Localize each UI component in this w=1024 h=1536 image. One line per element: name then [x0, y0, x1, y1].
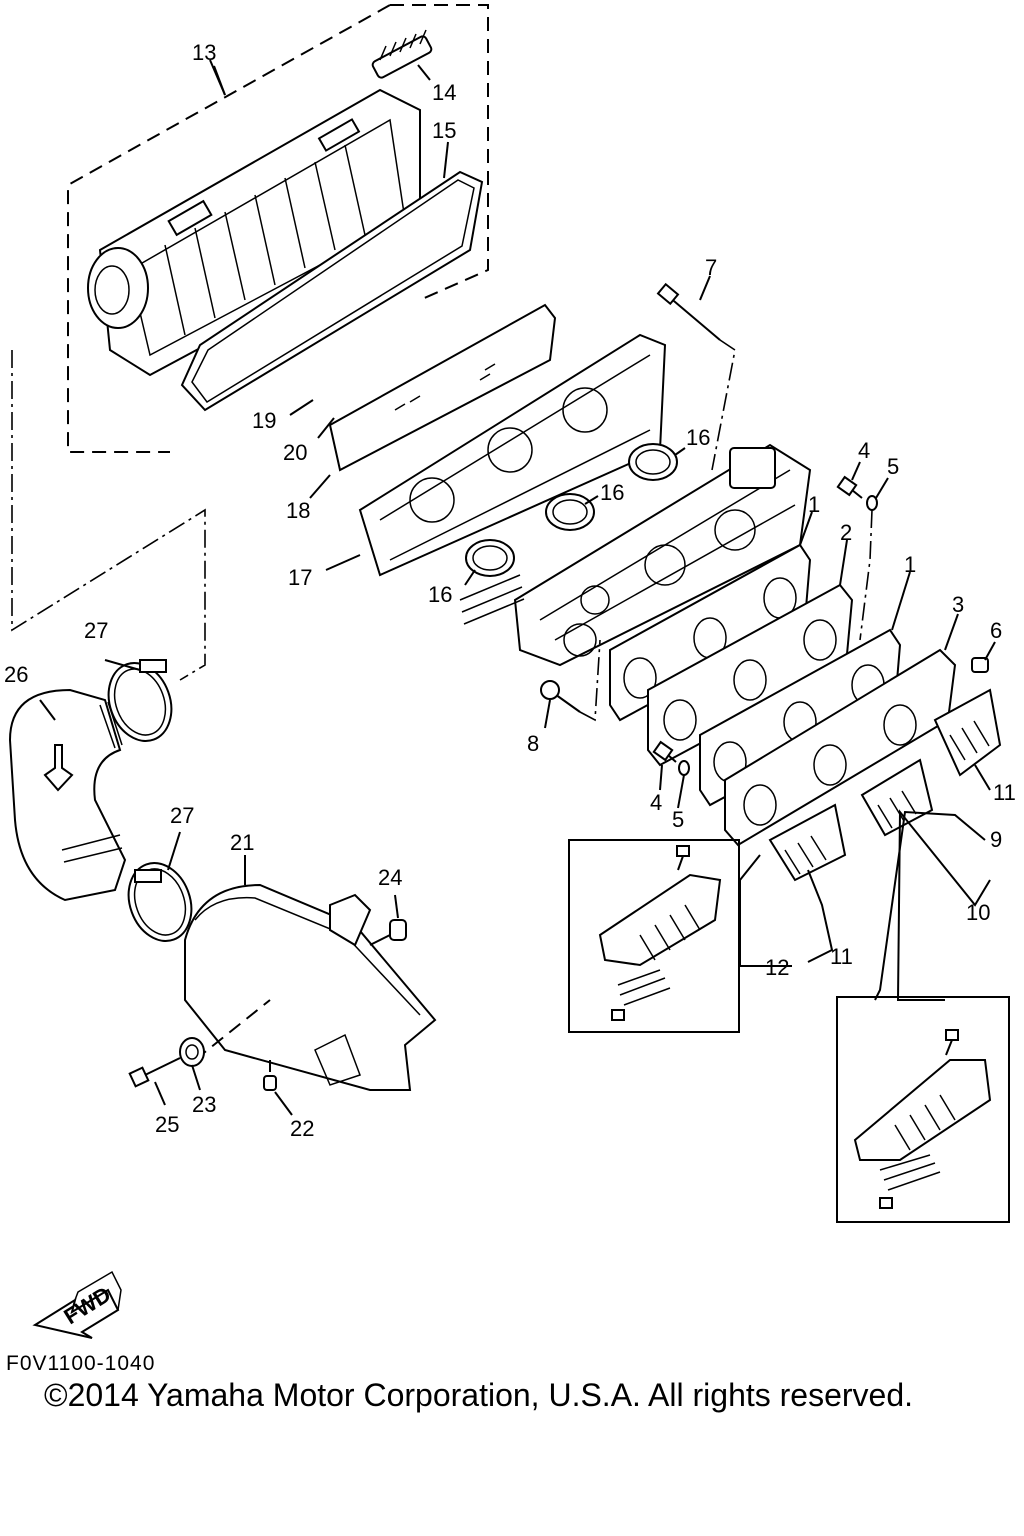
- callout-5-a: 5: [887, 454, 899, 479]
- bolt-25: [128, 1057, 181, 1088]
- callout-3: 3: [952, 592, 964, 617]
- washer-5-lower: [678, 760, 690, 776]
- callout-18: 18: [286, 498, 310, 523]
- callout-16-b: 16: [600, 480, 624, 505]
- leader-lines: [39, 59, 996, 1116]
- bolt-24: [369, 919, 407, 946]
- callout-27-b: 27: [170, 803, 194, 828]
- callout-13: 13: [192, 40, 216, 65]
- clip-6: [971, 657, 989, 673]
- callout-22: 22: [290, 1116, 314, 1141]
- callout-26: 26: [4, 662, 28, 687]
- bolt-4-lower: [652, 740, 677, 763]
- callout-21: 21: [230, 830, 254, 855]
- washer-5-upper: [866, 495, 878, 511]
- callout-23: 23: [192, 1092, 216, 1117]
- callout-2: 2: [840, 520, 852, 545]
- callout-12: 12: [765, 955, 789, 980]
- callout-15: 15: [432, 118, 456, 143]
- callout-11-b: 11: [830, 944, 853, 969]
- reed-valve-11-b: [860, 758, 934, 837]
- bolt-4-upper: [836, 475, 863, 499]
- callout-17: 17: [288, 565, 312, 590]
- intake-duct-26: [8, 688, 127, 902]
- callout-4-a: 4: [858, 438, 870, 463]
- reed-valve-11-c: [768, 803, 847, 882]
- bolt-7: [656, 282, 736, 471]
- callout-1-b: 1: [904, 552, 916, 577]
- fwd-arrow-icon: FWD: [32, 1270, 122, 1339]
- callout-9: 9: [990, 827, 1002, 852]
- callout-8: 8: [527, 731, 539, 756]
- callout-20: 20: [283, 440, 307, 465]
- detail-box-12: [568, 839, 740, 1033]
- throttle-body-assembly: [459, 443, 812, 667]
- callout-16-c: 16: [428, 582, 452, 607]
- callout-7: 7: [705, 255, 717, 280]
- hose-clamp-27-upper: [107, 659, 173, 742]
- callout-1-a: 1: [808, 492, 820, 517]
- callout-11-a: 11: [993, 780, 1016, 805]
- copyright-notice: ©2014 Yamaha Motor Corporation, U.S.A. A…: [44, 1377, 914, 1413]
- reed-valve-11-a: [933, 688, 1002, 777]
- drain-plug-22: [263, 1060, 277, 1091]
- callout-6: 6: [990, 618, 1002, 643]
- callout-labels: 13 14 15 19 20 18 17 16 16 16 7 8 1 2 1 …: [4, 40, 1016, 1141]
- callout-27-a: 27: [84, 618, 108, 643]
- air-box-case: [87, 88, 421, 377]
- bolt-8: [540, 639, 601, 722]
- diagram-code: F0V1100-1040: [6, 1352, 156, 1375]
- callout-5-b: 5: [672, 807, 684, 832]
- cover-plate-18: [328, 303, 557, 472]
- intake-plate-17: [358, 333, 667, 577]
- callout-14: 14: [432, 80, 456, 105]
- callout-24: 24: [378, 865, 402, 890]
- detail-box-10: [836, 996, 1010, 1223]
- air-duct-case-21: [184, 883, 437, 1091]
- airbox-seal-gasket: [180, 170, 484, 412]
- callout-19: 19: [252, 408, 276, 433]
- grommet-23: [179, 1037, 205, 1067]
- callout-25: 25: [155, 1112, 179, 1137]
- airbox-group-outline: [67, 4, 489, 453]
- air-filter-element: [371, 29, 433, 79]
- callout-10: 10: [966, 900, 990, 925]
- callout-16-a: 16: [686, 425, 710, 450]
- hose-clamp-27-lower: [127, 862, 193, 942]
- callout-4-b: 4: [650, 790, 662, 815]
